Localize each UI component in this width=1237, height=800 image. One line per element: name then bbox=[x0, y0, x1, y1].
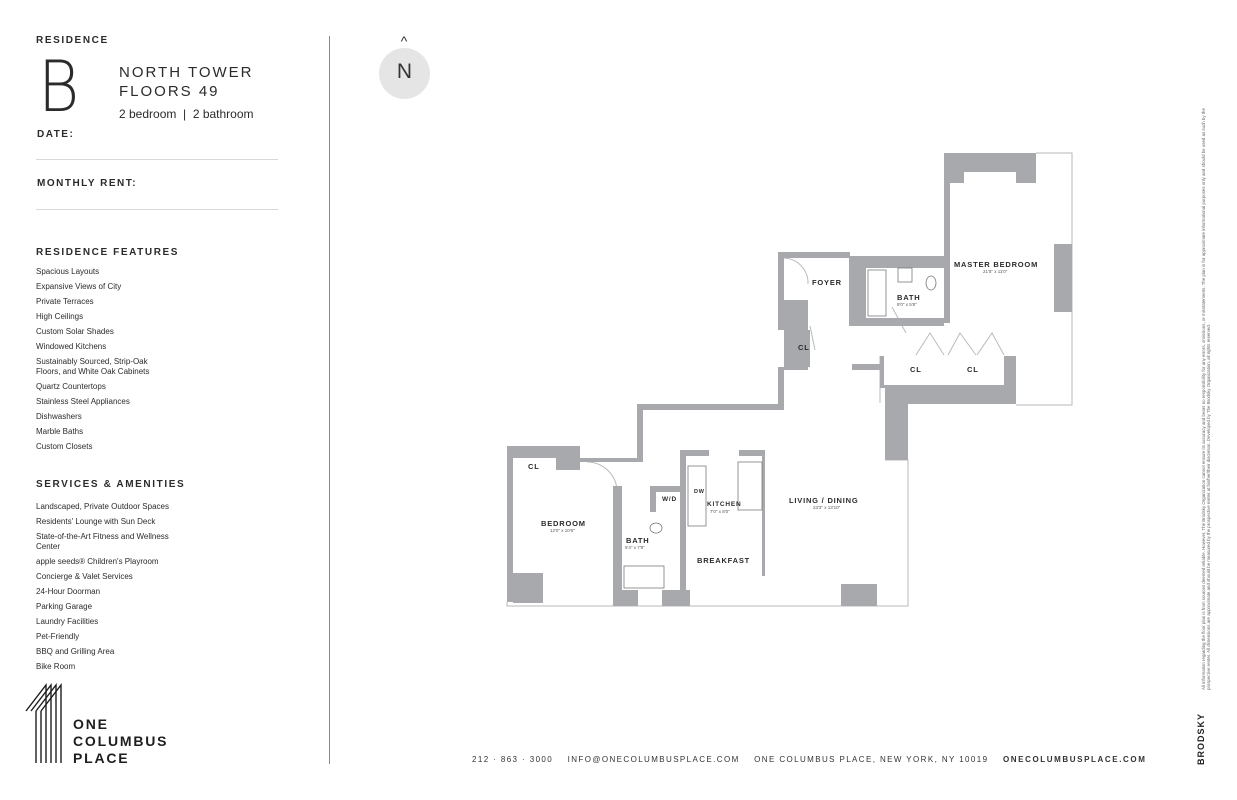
rent-rule bbox=[36, 209, 278, 210]
divider bbox=[329, 36, 330, 764]
room-dim-kitchen: 7'0" x 8'0" bbox=[710, 509, 730, 514]
floors: FLOORS 49 bbox=[119, 83, 220, 100]
list-item: Quartz Countertops bbox=[36, 382, 106, 391]
list-item: Expansive Views of City bbox=[36, 282, 122, 291]
room-label-bath: BATH bbox=[626, 536, 650, 545]
list-item: apple seeds® Children's Playroom bbox=[36, 557, 159, 566]
logo-wordmark: ONE COLUMBUS PLACE bbox=[73, 716, 168, 767]
room-label-master-bedroom: MASTER BEDROOM bbox=[954, 260, 1039, 269]
logo-line-columbus: COLUMBUS bbox=[73, 733, 169, 749]
room-label-foyer: FOYER bbox=[812, 278, 842, 287]
list-item: Dishwashers bbox=[36, 412, 82, 421]
room-dim-bath: 5'4" x 7'8" bbox=[625, 545, 645, 550]
amenities-list: Landscaped, Private Outdoor Spaces Resid… bbox=[36, 502, 276, 677]
room-label-breakfast: BREAKFAST bbox=[697, 556, 751, 565]
counter-icon bbox=[687, 465, 707, 527]
bathtub-icon bbox=[623, 565, 665, 589]
bed-bath-count: 2 bedroom | 2 bathroom bbox=[119, 107, 254, 121]
tower-name: NORTH TOWER bbox=[119, 64, 254, 81]
logo-line-one: ONE bbox=[73, 716, 109, 732]
tower-info: NORTH TOWER FLOORS 49 bbox=[119, 63, 254, 101]
north-arrow-icon: ^ bbox=[400, 33, 408, 49]
dishwasher-label: DW bbox=[694, 489, 705, 495]
footer: 212 · 863 · 3000 INFO@ONECOLUMBUSPLACE.C… bbox=[472, 755, 1147, 764]
list-item: High Ceilings bbox=[36, 312, 84, 321]
footer-website-link[interactable]: ONECOLUMBUSPLACE.COM bbox=[1002, 755, 1147, 764]
footer-phone: 212 · 863 · 3000 bbox=[472, 755, 554, 764]
date-label: DATE: bbox=[37, 129, 75, 140]
room-dim-bedroom: 12'0" x 10'6" bbox=[550, 528, 575, 533]
room-dim-master-bedroom: 21'5" x 11'0" bbox=[983, 269, 1008, 274]
list-item: Marble Baths bbox=[36, 427, 84, 436]
list-item: Custom Solar Shades bbox=[36, 327, 114, 336]
closet-label: CL bbox=[528, 462, 540, 471]
closet-label: CL bbox=[910, 365, 922, 374]
washer-dryer-label: W/D bbox=[662, 496, 678, 503]
list-item: 24-Hour Doorman bbox=[36, 587, 101, 596]
monthly-rent-label: MONTHLY RENT: bbox=[37, 178, 138, 189]
amenities-title: SERVICES & AMENITIES bbox=[36, 479, 186, 490]
disclaimer-text: All information regarding the floor plan… bbox=[1201, 108, 1211, 690]
walls bbox=[507, 153, 1072, 606]
list-item: Parking Garage bbox=[36, 602, 93, 611]
closet-label: CL bbox=[798, 343, 810, 352]
toilet-icon bbox=[925, 275, 937, 291]
bathtub-icon bbox=[867, 269, 887, 317]
list-item: Stainless Steel Appliances bbox=[36, 397, 130, 406]
list-item: Sustainably Sourced, Strip-Oak Floors, a… bbox=[36, 357, 150, 376]
footer-email[interactable]: INFO@ONECOLUMBUSPLACE.COM bbox=[567, 755, 740, 764]
room-dim-bath: 8'0" x 5'8" bbox=[897, 302, 917, 307]
list-item: Pet-Friendly bbox=[36, 632, 80, 641]
list-item: Custom Closets bbox=[36, 442, 93, 451]
list-item: Laundry Facilities bbox=[36, 617, 99, 626]
room-label-bedroom: BEDROOM bbox=[541, 519, 586, 528]
features-title: RESIDENCE FEATURES bbox=[36, 247, 180, 258]
room-label-kitchen: KITCHEN bbox=[707, 501, 742, 508]
residence-label: RESIDENCE bbox=[36, 35, 109, 46]
footer-address: ONE COLUMBUS PLACE, NEW YORK, NY 10019 bbox=[754, 755, 989, 764]
list-item: Spacious Layouts bbox=[36, 267, 100, 276]
brodsky-logo: BRODSKY bbox=[1196, 712, 1206, 765]
compass-icon bbox=[379, 48, 430, 99]
list-item: Private Terraces bbox=[36, 297, 94, 306]
one-columbus-logo-icon bbox=[25, 683, 62, 763]
date-rule bbox=[36, 159, 278, 160]
list-item: Concierge & Valet Services bbox=[36, 572, 133, 581]
room-label-bath: BATH bbox=[897, 293, 921, 302]
list-item: Landscaped, Private Outdoor Spaces bbox=[36, 502, 169, 511]
list-item: BBQ and Grilling Area bbox=[36, 647, 115, 656]
list-item: State-of-the-Art Fitness and Wellness Ce… bbox=[36, 532, 169, 551]
room-dim-living-dining: 23'3" x 13'10" bbox=[813, 505, 841, 510]
list-item: Bike Room bbox=[36, 662, 76, 671]
unit-letter: B bbox=[38, 46, 80, 128]
stove-icon bbox=[737, 461, 763, 511]
list-item: Windowed Kitchens bbox=[36, 342, 107, 351]
disclaimer: All information regarding the floor plan… bbox=[1201, 100, 1213, 690]
toilet-icon bbox=[649, 522, 663, 534]
compass-letter: N bbox=[396, 60, 413, 83]
features-list: Spacious Layouts Expansive Views of City… bbox=[36, 267, 276, 457]
logo-line-place: PLACE bbox=[73, 750, 130, 766]
sink-icon bbox=[897, 267, 913, 283]
room-label-living-dining: LIVING / DINING bbox=[789, 496, 859, 505]
closet-label: CL bbox=[967, 365, 979, 374]
list-item: Residents' Lounge with Sun Deck bbox=[36, 517, 156, 526]
